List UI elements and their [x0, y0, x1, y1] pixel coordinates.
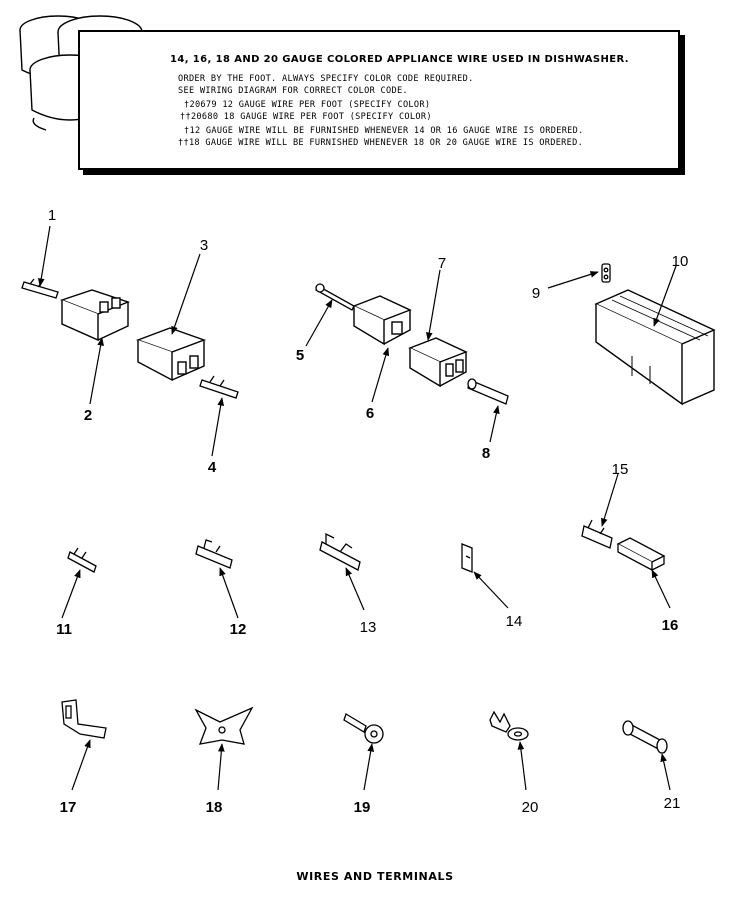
wire-note-line-3: †20679 12 GAUGE WIRE PER FOOT (SPECIFY C…: [184, 100, 431, 110]
part-4-terminal: [199, 375, 239, 399]
part-7-connector-housing: [408, 337, 468, 388]
callout-19: 19: [354, 799, 371, 816]
wire-note-line-6: ††18 GAUGE WIRE WILL BE FURNISHED WHENEV…: [178, 138, 584, 148]
part-5-terminal: [315, 283, 355, 311]
callout-11: 11: [56, 621, 72, 638]
part-18-terminal: [194, 706, 254, 745]
part-17-bracket: [61, 699, 107, 739]
callout-18: 18: [206, 799, 223, 816]
part-14-terminal: [461, 543, 473, 573]
callout-14: 14: [506, 613, 523, 630]
callout-21: 21: [664, 795, 681, 812]
diagram-caption: WIRES AND TERMINALS: [296, 870, 454, 883]
wire-note-box: [78, 30, 680, 170]
callout-4: 4: [208, 459, 217, 476]
callout-6: 6: [366, 405, 374, 422]
part-1-terminal: [21, 278, 59, 299]
part-12-terminal: [195, 539, 233, 569]
part-11-terminal: [67, 547, 97, 573]
callout-8: 8: [482, 445, 490, 462]
part-13-terminal: [319, 532, 361, 571]
callout-5: 5: [296, 347, 304, 364]
part-15-terminal: [581, 519, 613, 549]
part-3-connector-housing: [135, 327, 207, 382]
wire-note-line-1: ORDER BY THE FOOT. ALWAYS SPECIFY COLOR …: [178, 74, 474, 84]
part-16-insulator: [616, 537, 666, 572]
callout-12: 12: [230, 621, 247, 638]
callout-16: 16: [662, 617, 679, 634]
callout-13: 13: [360, 619, 377, 636]
part-9-clip: [601, 263, 611, 283]
callout-9: 9: [532, 285, 540, 302]
part-21-splice-sleeve: [622, 720, 668, 754]
callout-3: 3: [200, 237, 208, 254]
wire-note-line-5: †12 GAUGE WIRE WILL BE FURNISHED WHENEVE…: [184, 126, 584, 136]
callout-17: 17: [60, 799, 77, 816]
part-10-terminal-block: [594, 289, 716, 406]
part-8-terminal: [467, 378, 509, 405]
callout-15: 15: [612, 461, 629, 478]
callout-numbers: 1 2 3 4 5 6 7 8 9 10 11 12 13 14 15 16 1…: [48, 207, 689, 816]
part-19-ring-terminal: [343, 713, 384, 744]
part-20-ring-terminal: [489, 710, 529, 741]
callout-20: 20: [522, 799, 539, 816]
wire-note-title: 14, 16, 18 AND 20 GAUGE COLORED APPLIANC…: [170, 54, 629, 65]
part-6-connector-housing: [352, 295, 412, 346]
callout-1: 1: [48, 207, 56, 224]
callout-2: 2: [84, 407, 92, 424]
wire-note-line-4: ††20680 18 GAUGE WIRE PER FOOT (SPECIFY …: [180, 112, 432, 122]
callout-10: 10: [672, 253, 689, 270]
wire-note-line-2: SEE WIRING DIAGRAM FOR CORRECT COLOR COD…: [178, 86, 408, 96]
part-2-connector-housing: [59, 289, 131, 342]
callout-7: 7: [438, 255, 446, 272]
leader-lines: [37, 225, 677, 791]
